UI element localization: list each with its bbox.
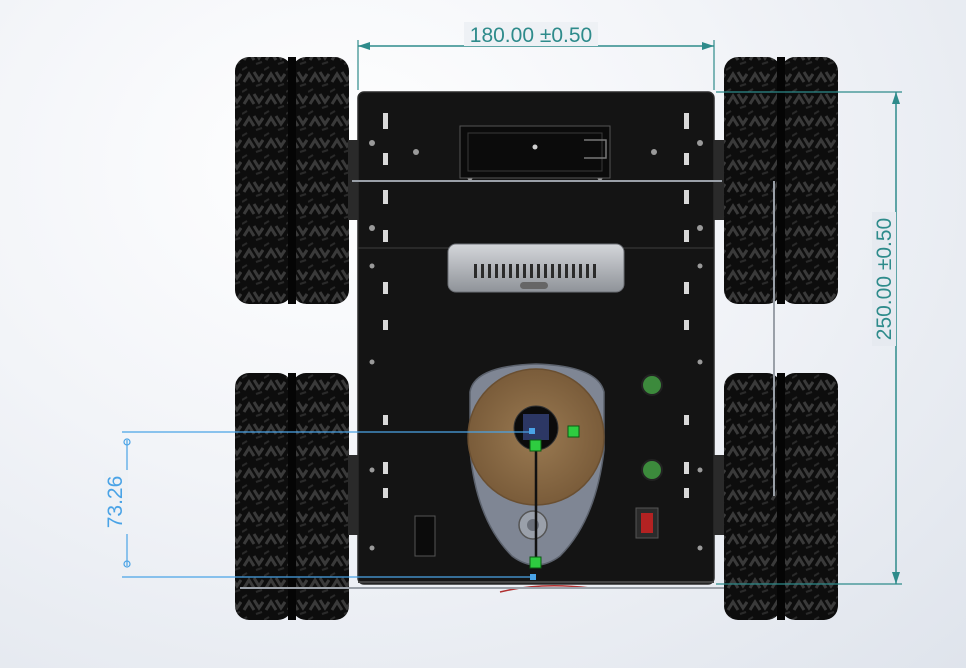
dimension-width[interactable]: 180.00 ±0.50: [357, 22, 715, 90]
sketch-point[interactable]: [567, 425, 580, 438]
mounting-holes: [369, 140, 703, 551]
motor-housing[interactable]: [467, 363, 605, 566]
sketch-point[interactable]: [529, 556, 542, 569]
dimension-sketch[interactable]: 73.26: [104, 431, 534, 578]
connector: [414, 515, 436, 557]
led-green-2: [641, 459, 663, 481]
wheel-rear-right[interactable]: [724, 373, 838, 620]
sketch-point[interactable]: [529, 428, 535, 434]
dimension-height-label: 250.00 ±0.50: [873, 218, 896, 340]
wheel-front-right[interactable]: [724, 57, 838, 304]
wheel-rear-left[interactable]: [235, 373, 349, 620]
power-switch[interactable]: [635, 507, 659, 539]
led-green-1: [641, 374, 663, 396]
sketch-point[interactable]: [529, 439, 542, 452]
sketch-point[interactable]: [530, 574, 536, 580]
axle-stub: [712, 455, 724, 535]
dimension-sketch-label: 73.26: [104, 476, 127, 529]
computer-module[interactable]: [447, 243, 625, 293]
dimension-width-label: 180.00 ±0.50: [470, 24, 592, 47]
wheel-front-left[interactable]: [235, 57, 349, 304]
wire: [499, 585, 591, 593]
battery-holder[interactable]: [459, 125, 611, 179]
axle-stub: [348, 455, 360, 535]
dimension-height[interactable]: 250.00 ±0.50: [716, 91, 902, 585]
mounting-slots: [383, 113, 689, 498]
